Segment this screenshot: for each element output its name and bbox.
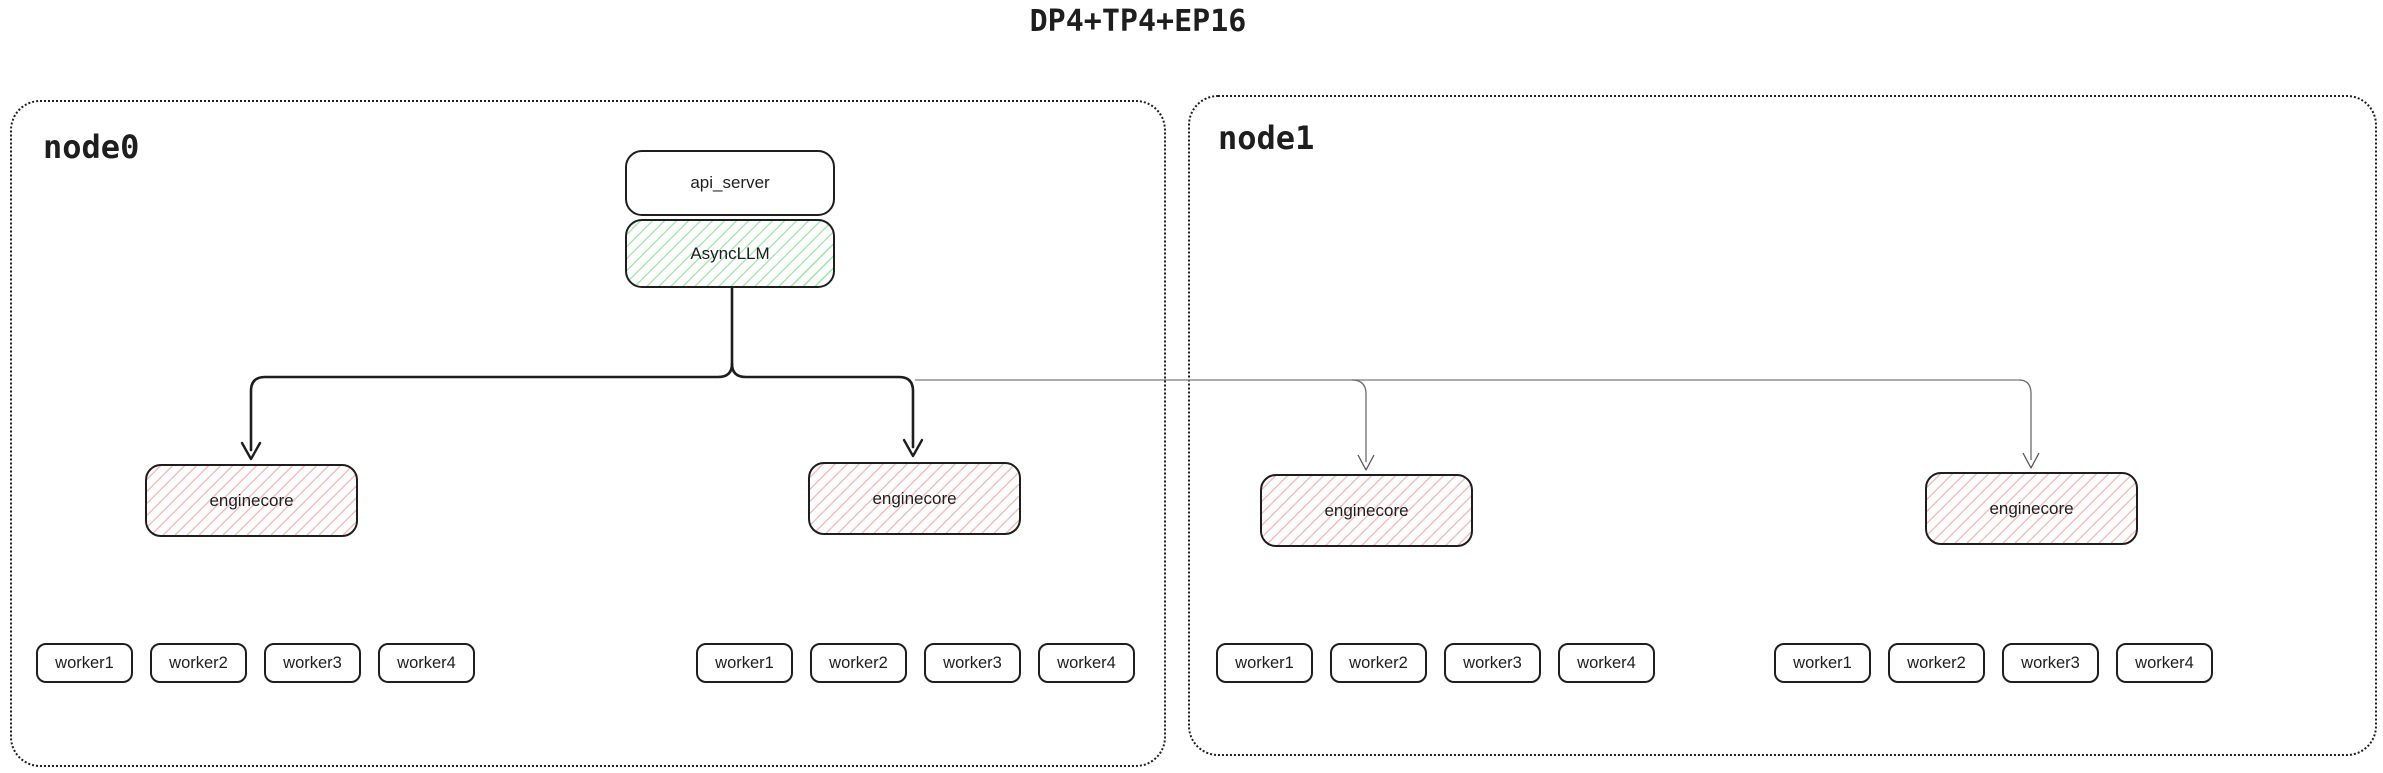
worker-box: worker4	[2116, 643, 2213, 683]
worker-box: worker4	[1558, 643, 1655, 683]
worker-box: worker3	[924, 643, 1021, 683]
worker-group-node0-1: worker1 worker2 worker3 worker4	[36, 643, 475, 683]
node0-label: node0	[43, 128, 140, 166]
worker-box: worker2	[810, 643, 907, 683]
worker-box: worker1	[1774, 643, 1871, 683]
worker-box: worker1	[696, 643, 793, 683]
enginecore-label: enginecore	[872, 488, 957, 508]
node1-container	[1188, 95, 2377, 756]
worker-box: worker1	[36, 643, 133, 683]
enginecore-box-3: enginecore	[1260, 474, 1473, 547]
worker-box: worker3	[2002, 643, 2099, 683]
worker-box: worker2	[1330, 643, 1427, 683]
worker-box: worker1	[1216, 643, 1313, 683]
enginecore-label: enginecore	[209, 490, 294, 510]
worker-box: worker2	[150, 643, 247, 683]
enginecore-box-1: enginecore	[145, 464, 358, 537]
worker-box: worker4	[1038, 643, 1135, 683]
worker-box: worker2	[1888, 643, 1985, 683]
asyncllm-box: AsyncLLM	[625, 219, 835, 288]
worker-box: worker3	[1444, 643, 1541, 683]
node0-container	[10, 100, 1166, 767]
api-server-label: api_server	[690, 173, 770, 192]
worker-group-node1-1: worker1 worker2 worker3 worker4	[1216, 643, 1655, 683]
enginecore-box-4: enginecore	[1925, 472, 2138, 545]
worker-box: worker4	[378, 643, 475, 683]
api-server-box: api_server	[625, 150, 835, 216]
enginecore-label: enginecore	[1989, 498, 2074, 518]
node1-label: node1	[1218, 119, 1315, 157]
worker-group-node1-2: worker1 worker2 worker3 worker4	[1774, 643, 2213, 683]
enginecore-label: enginecore	[1324, 500, 1409, 520]
worker-group-node0-2: worker1 worker2 worker3 worker4	[696, 643, 1135, 683]
worker-box: worker3	[264, 643, 361, 683]
asyncllm-label: AsyncLLM	[690, 243, 770, 263]
diagram-title: DP4+TP4+EP16	[1029, 4, 1247, 39]
enginecore-box-2: enginecore	[808, 462, 1021, 535]
